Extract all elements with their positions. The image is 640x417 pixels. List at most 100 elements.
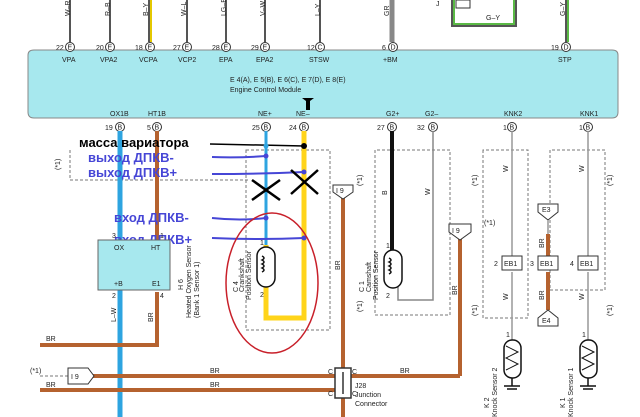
top-color-8: G–Y — [560, 2, 567, 16]
bottom-pin-num-7: 1 — [579, 125, 583, 132]
top-color-3: W–L — [181, 2, 188, 17]
dot-out-minus — [263, 153, 269, 159]
k2-name: Knock Sensor 2 — [492, 367, 499, 417]
top-pin-label-5: EPA2 — [256, 57, 273, 64]
label-w-cam: W — [425, 188, 432, 195]
top-color-4: LG–B — [221, 0, 228, 16]
bottom-pin-num-4: 27 — [377, 125, 385, 132]
bottom-pin-label-1: HT1B — [148, 111, 166, 118]
c4-name2: Position Sensor — [246, 250, 253, 300]
top-pin-num-7: 6 — [382, 45, 386, 52]
k1-name: Knock Sensor 1 — [568, 367, 575, 417]
i9-left-shape — [67, 367, 95, 385]
label-star-cam: (*1) — [357, 175, 364, 186]
top-pin-num-2: 18 — [135, 45, 143, 52]
h6-sensor-box — [97, 239, 171, 291]
bottom-pin-conn-1: B — [155, 125, 160, 132]
top-wire-colors: W–R R–B B–Y W–L LG–B V–W L–Y GR G–Y — [65, 0, 567, 16]
mass-dot — [301, 143, 307, 149]
top-pin-num-4: 28 — [212, 45, 220, 52]
bottom-pin-num-5: 32 — [417, 125, 425, 132]
blue-leaders — [211, 155, 305, 240]
label-w-knk2-lower: W — [503, 293, 510, 300]
ne-plus-dot — [263, 143, 269, 149]
ecm-title: Engine Control Module — [230, 87, 301, 94]
h6-id: H 6 — [178, 279, 185, 290]
bottom-pin-num-2: 25 — [252, 125, 260, 132]
top-color-0: W–R — [65, 0, 72, 16]
top-pin-label-6: STSW — [309, 57, 330, 64]
i9-right-shape — [448, 223, 472, 241]
label-w-knk2: W — [503, 165, 510, 172]
h6-ox: OX — [114, 245, 124, 252]
c1-pin1: 1 — [386, 243, 390, 250]
label-star-cam-lower: (*1) — [357, 301, 364, 312]
bottom-pin-label-6: KNK2 — [504, 111, 522, 118]
bottom-pin-conn-4: B — [390, 125, 395, 132]
label-w-knk1-lower: W — [579, 293, 586, 300]
h6-pin3: 3 — [112, 233, 116, 240]
label-star-knk2-lower: (*1) — [472, 305, 479, 316]
top-pin-num-3: 27 — [173, 45, 181, 52]
k2-pin1: 1 — [506, 332, 510, 339]
bottom-pin-conn-6: B — [510, 125, 515, 132]
bottom-pin-num-3: 24 — [289, 125, 297, 132]
wire-ne-minus — [263, 131, 307, 321]
eb1-pin3: 3 — [530, 261, 534, 268]
top-fragment-box — [455, 0, 471, 9]
bottom-pin-label-3: NE– — [296, 111, 310, 118]
eb1-pin2: 2 — [494, 261, 498, 268]
k1-sensor-body — [579, 339, 598, 379]
connector-i9-right: I 9 — [448, 223, 472, 241]
wire-g2-minus — [397, 131, 434, 301]
label-br-left-2: BR — [46, 382, 56, 389]
label-br-right: BR — [452, 285, 459, 295]
dot-out-plus — [301, 169, 307, 175]
connector-e4-label: E4 — [542, 318, 551, 325]
j28-id: J28 — [355, 383, 366, 390]
label-br-e3: BR — [539, 238, 546, 248]
c4-pin2: 2 — [260, 292, 264, 299]
ecm-ground-marker — [302, 98, 314, 110]
top-pin-conn-8: D — [564, 45, 569, 52]
h6-pin2: 2 — [112, 293, 116, 300]
bottom-pin-conn-0: B — [118, 125, 123, 132]
j28-c2: C — [352, 369, 357, 376]
connector-i9-mid: I 9 — [332, 184, 354, 200]
h6-sub: (Bank 1 Sensor 1) — [194, 262, 201, 318]
top-j-label: J — [436, 1, 440, 8]
bottom-pin-num-1: 5 — [147, 125, 151, 132]
wire-h6-ground — [40, 292, 159, 347]
cut-x-1b — [251, 178, 281, 202]
top-pin-conn-3: E — [185, 45, 190, 52]
label-br-h-2: BR — [210, 382, 220, 389]
top-pin-num-5: 29 — [251, 45, 259, 52]
label-star-knk1-lower: (*1) — [607, 305, 614, 316]
top-pin-conn-6: C — [318, 45, 323, 52]
top-pin-label-0: VPA — [62, 57, 76, 64]
label-star-ox: (*1) — [55, 159, 62, 170]
bottom-pin-label-7: KNK1 — [580, 111, 598, 118]
c1-name: Camshaft — [366, 262, 373, 292]
label-br-h-3: BR — [400, 368, 410, 375]
bottom-pin-label-4: G2+ — [386, 111, 399, 118]
top-color-7: GR — [384, 6, 391, 17]
bottom-pin-label-5: G2– — [425, 111, 438, 118]
top-pin-conn-4: E — [224, 45, 229, 52]
leader-in-minus — [211, 217, 267, 221]
top-color-1: R–B — [105, 2, 112, 16]
connector-i9-left: I 9 — [67, 367, 95, 385]
top-gy-label: G–Y — [486, 15, 500, 22]
j28-name: Junction — [355, 392, 381, 399]
i9-left-label: I 9 — [71, 374, 79, 381]
leader-out-minus — [211, 155, 267, 159]
cut-marks — [251, 169, 319, 202]
bottom-pin-4: G2+27 B — [377, 111, 399, 132]
i9-mid-label: I 9 — [336, 188, 344, 195]
label-star-knk: (*1) — [484, 220, 495, 227]
